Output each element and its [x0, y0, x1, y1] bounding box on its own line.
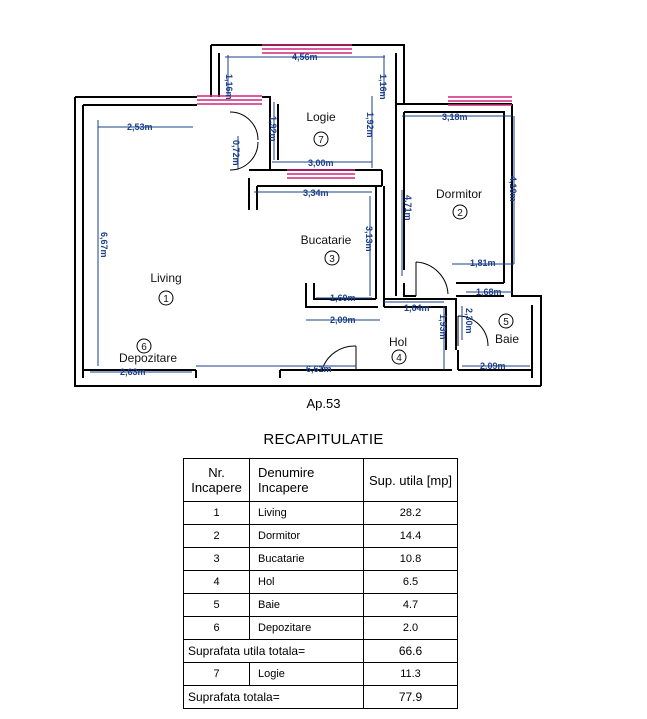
- dim-logie-left: 1,16m: [224, 74, 234, 100]
- table-row: 7 Logie 11.3: [183, 662, 458, 686]
- dim-bucatarie-inner: 1,60m: [330, 293, 356, 303]
- dim-total-width: 6,61m: [306, 364, 332, 374]
- room-name-bucatarie: Bucatarie: [301, 233, 352, 247]
- cell-area: 28.2: [363, 501, 458, 525]
- room-number-circle: [313, 131, 329, 147]
- dim-dormitor-lower: 1,81m: [470, 258, 496, 268]
- dim-logie-right: 1,16m: [378, 74, 388, 100]
- cell-nr: 4: [183, 570, 250, 594]
- table-row: 4 Hol 6.5: [183, 570, 458, 594]
- cell-name: Living: [249, 501, 364, 525]
- dim-hol-depth: 1,93m: [438, 314, 448, 340]
- room-name-baie: Baie: [495, 332, 519, 346]
- cell-area: 6.5: [363, 570, 458, 594]
- table-row: 2 Dormitor 14.4: [183, 524, 458, 548]
- room-number-hol: 4: [396, 353, 402, 364]
- table-row: 1 Living 28.2: [183, 501, 458, 525]
- table-row: 6 Depozitare 2.0: [183, 616, 458, 640]
- doors: [229, 111, 489, 371]
- cell-nr: 5: [183, 593, 250, 617]
- recap-table: Nr. Incapere Denumire Incapere Sup. util…: [183, 458, 458, 709]
- room-number-logie: 7: [318, 135, 324, 146]
- room-name-dormitor: Dormitor: [436, 187, 482, 201]
- dim-hol-width: 1,64m: [404, 303, 430, 313]
- dim-logie-door: 1,92m: [268, 116, 278, 142]
- dim-bucatarie-bottom: 2,09m: [330, 315, 356, 325]
- room-number-depozitare: 6: [141, 342, 147, 353]
- dim-dormitor-depth: 4,10m: [508, 176, 518, 202]
- total-value: 77.9: [363, 685, 458, 709]
- cell-nr: 3: [183, 547, 250, 571]
- dim-baie-depth: 2,30m: [464, 308, 474, 334]
- cell-area: 10.8: [363, 547, 458, 571]
- total-useful-label: Suprafata utila totala=: [183, 639, 364, 663]
- room-labels: Living 1 Dormitor 2 Bucatarie 3 Hol 4 Ba…: [119, 110, 519, 365]
- room-number-circle: [158, 290, 174, 306]
- dim-bucatarie-depth: 3,13m: [364, 226, 374, 252]
- room-name-logie: Logie: [306, 110, 336, 124]
- dimension-lines: [90, 55, 530, 373]
- cell-nr: 2: [183, 524, 250, 548]
- dim-baie-bottom: 2,09m: [480, 361, 506, 371]
- room-number-bucatarie: 3: [329, 254, 335, 265]
- header-area: Sup. utila [mp]: [363, 458, 458, 502]
- cell-name: Baie: [249, 593, 364, 617]
- dim-logie-inner-right: 1,92m: [365, 112, 375, 138]
- room-number-baie: 5: [503, 317, 509, 328]
- cell-area: 4.7: [363, 593, 458, 617]
- dim-living-depth: 6,67m: [99, 232, 109, 258]
- windows: [197, 44, 512, 179]
- room-number-circle: [136, 338, 152, 354]
- header-nr: Nr. Incapere: [183, 458, 250, 502]
- dim-depozitare-width: 2,63m: [120, 367, 146, 377]
- table-row: 5 Baie 4.7: [183, 593, 458, 617]
- room-number-circle: [324, 250, 340, 266]
- cell-name: Depozitare: [249, 616, 364, 640]
- walls: [74, 44, 542, 387]
- cell-name: Logie: [249, 662, 364, 686]
- room-number-dormitor: 2: [457, 208, 463, 219]
- dim-bucatarie-width: 3,34m: [303, 188, 329, 198]
- cell-name: Bucatarie: [249, 547, 364, 571]
- floor-plan: 4,56m 1,16m 1,16m 1,92m 1,92m 3,00m 0,72…: [74, 44, 542, 387]
- dim-door-swing: 0,72m: [231, 140, 241, 166]
- apartment-label: Ap.53: [306, 396, 341, 411]
- cell-area: 14.4: [363, 524, 458, 548]
- cell-nr: 7: [183, 662, 250, 686]
- total-useful-row: Suprafata utila totala= 66.6: [183, 639, 458, 663]
- dim-logie-width: 4,56m: [292, 52, 318, 62]
- table-header-row: Nr. Incapere Denumire Incapere Sup. util…: [183, 458, 458, 502]
- table-row: 3 Bucatarie 10.8: [183, 547, 458, 571]
- cell-name: Dormitor: [249, 524, 364, 548]
- dimension-labels: 4,56m 1,16m 1,16m 1,92m 1,92m 3,00m 0,72…: [99, 52, 518, 377]
- dim-dormitor-left: 4,71m: [403, 195, 413, 221]
- room-name-depozitare: Depozitare: [119, 351, 177, 365]
- recap-title: RECAPITULATIE: [263, 431, 384, 448]
- total-label: Suprafata totala=: [183, 685, 364, 709]
- dim-baie-width: 1,68m: [476, 287, 502, 297]
- cell-nr: 1: [183, 501, 250, 525]
- cell-area: 11.3: [363, 662, 458, 686]
- dim-dormitor-width: 3,18m: [442, 112, 468, 122]
- room-name-living: Living: [150, 271, 181, 285]
- dim-living-width: 2,53m: [127, 122, 153, 132]
- dim-logie-inner: 3,00m: [308, 158, 334, 168]
- cell-area: 2.0: [363, 616, 458, 640]
- cell-nr: 6: [183, 616, 250, 640]
- room-number-circle: [391, 349, 407, 365]
- room-number-circle: [498, 313, 514, 329]
- room-number-circle: [452, 204, 468, 220]
- total-row: Suprafata totala= 77.9: [183, 685, 458, 709]
- room-number-living: 1: [163, 294, 169, 305]
- header-name: Denumire Incapere: [249, 458, 364, 502]
- cell-name: Hol: [249, 570, 364, 594]
- room-name-hol: Hol: [389, 335, 407, 349]
- total-useful-value: 66.6: [363, 639, 458, 663]
